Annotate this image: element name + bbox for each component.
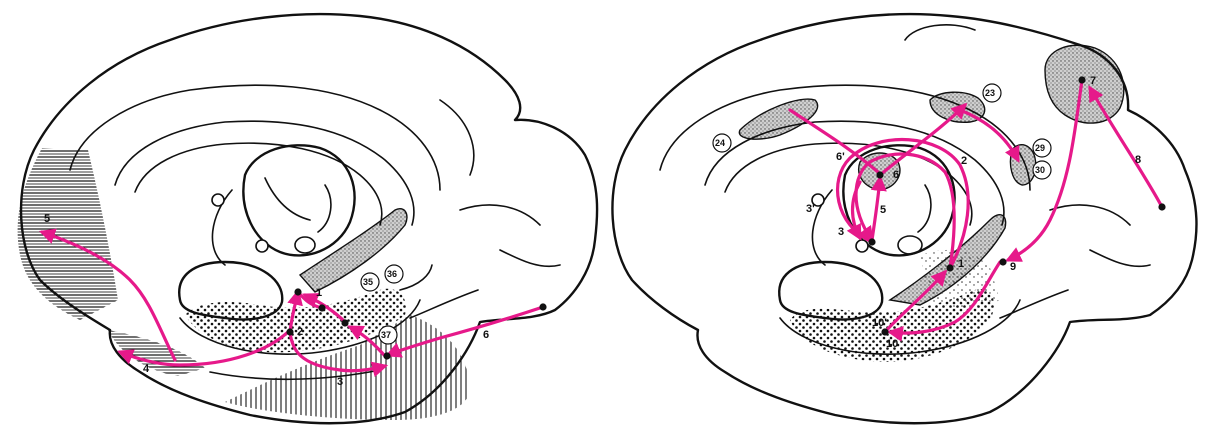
right-colliculus xyxy=(898,236,922,254)
right-mammillary-body xyxy=(856,240,868,252)
right-area-30: 30 xyxy=(1033,161,1051,179)
right-label-2: 2 xyxy=(961,155,967,167)
left-mammillary-body xyxy=(256,240,268,252)
right-path-8 xyxy=(1090,88,1162,207)
left-anterior-commissure xyxy=(212,194,224,206)
left-label-4: 4 xyxy=(143,363,150,375)
left-label-6: 6 xyxy=(483,329,489,341)
right-region-retrosplenial xyxy=(1045,45,1124,123)
left-region-prefrontal-hatched xyxy=(18,148,118,320)
svg-text:36: 36 xyxy=(387,269,397,279)
right-label-5: 5 xyxy=(880,204,886,216)
svg-text:23: 23 xyxy=(985,88,995,98)
right-brain: 6' 6 2 3' 3 5 7 8 9 1 10' 10 23 24 29 30 xyxy=(612,14,1196,423)
right-label-8: 8 xyxy=(1135,154,1141,166)
svg-text:29: 29 xyxy=(1035,143,1045,153)
left-label-5: 5 xyxy=(44,213,50,225)
svg-text:30: 30 xyxy=(1035,165,1045,175)
left-brain: 5 4 2 1 3 6 35 36 37 xyxy=(18,14,598,423)
left-area-36: 36 xyxy=(385,265,403,283)
right-label-1: 1 xyxy=(958,258,964,270)
right-label-10: 10 xyxy=(886,338,898,350)
left-callosum-inner xyxy=(135,143,382,225)
right-label-6p: 6' xyxy=(836,151,845,163)
left-area-37: 37 xyxy=(379,326,397,344)
left-fornix xyxy=(212,178,330,265)
svg-text:24: 24 xyxy=(715,138,725,148)
right-label-10p: 10' xyxy=(872,317,887,329)
left-colliculus xyxy=(295,237,315,253)
right-label-3p: 3' xyxy=(806,203,815,215)
left-label-2: 2 xyxy=(297,326,303,338)
svg-text:37: 37 xyxy=(381,330,391,340)
left-label-3: 3 xyxy=(337,376,343,388)
left-area-35: 35 xyxy=(361,273,379,291)
svg-text:35: 35 xyxy=(363,277,373,287)
right-label-7: 7 xyxy=(1090,75,1096,87)
right-label-9: 9 xyxy=(1010,261,1016,273)
right-label-6: 6 xyxy=(893,169,899,181)
right-area-24: 24 xyxy=(713,134,731,152)
left-cingulate-outline xyxy=(70,85,440,190)
left-callosum-outline xyxy=(115,121,414,225)
right-path-24 xyxy=(790,110,878,172)
left-gyrus-lines xyxy=(410,100,560,318)
left-label-1: 1 xyxy=(316,287,322,299)
right-label-3: 3 xyxy=(838,226,844,238)
right-area-23: 23 xyxy=(983,84,1001,102)
right-area-29: 29 xyxy=(1033,139,1051,157)
